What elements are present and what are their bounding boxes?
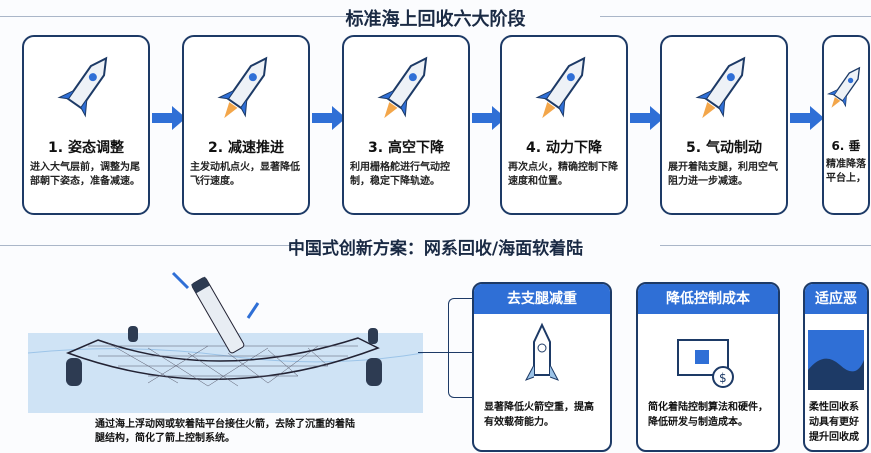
benefit-description: 简化着陆控制算法和硬件，降低研发与制造成本。: [648, 402, 768, 428]
grid-fin-rocket-icon: [350, 37, 462, 137]
stage-description: 进入大气层前，调整为尾部朝下姿态，准备减速。: [30, 162, 140, 187]
arrow-right-icon: [472, 106, 506, 130]
stage-card: 6. 垂精准降落平台上，: [822, 35, 870, 215]
section-title: 中国式创新方案：网系回收/海面软着陆: [287, 239, 584, 259]
ship-icon: [826, 37, 866, 137]
benefit-title: 降低控制成本: [638, 284, 778, 314]
connector: [418, 352, 473, 353]
connector: [448, 298, 472, 398]
stage-description: 再次点火，精确控制下降速度和位置。: [508, 162, 618, 187]
rocket-firing-icon: [190, 37, 302, 137]
caption: 通过海上浮动网或软着陆平台接住火箭，去除了沉重的着陆腿结构，简化了箭上控制系统。: [95, 419, 355, 444]
stage-description: 利用栅格舵进行气动控制，稳定下降轨迹。: [350, 162, 450, 187]
arrow-right-icon: [630, 106, 664, 130]
svg-text:$: $: [719, 371, 727, 385]
stage-description: 主发动机点火，显著降低飞行速度。: [190, 162, 300, 187]
benefit-description: 柔性回收系动具有更好提升回收成: [809, 402, 859, 443]
rocket-icon: [30, 37, 142, 137]
rocket-legs-icon: [668, 37, 780, 137]
stage-title: 1. 姿态调整: [48, 140, 124, 156]
divider: [660, 245, 871, 246]
divider: [0, 245, 300, 246]
stage-title: 2. 减速推进: [208, 140, 284, 156]
benefit-card: 降低控制成本 $ 简化着陆控制算法和硬件，降低研发与制造成本。: [636, 282, 780, 452]
stage-title: 6. 垂: [831, 139, 861, 153]
stage-card: 1. 姿态调整进入大气层前，调整为尾部朝下姿态，准备减速。: [22, 35, 150, 215]
circuit-cost-icon: $: [638, 320, 778, 400]
benefit-card: 去支腿减重显著降低火箭空重，提高有效载荷能力。: [472, 282, 612, 452]
wave-icon: [805, 320, 867, 400]
rocket-icon: [474, 320, 610, 400]
stage-title: 3. 高空下降: [368, 140, 444, 156]
stage-card: 2. 减速推进主发动机点火，显著降低飞行速度。: [182, 35, 310, 215]
stage-title: 5. 气动制动: [686, 140, 762, 156]
benefit-card: 适应恶柔性回收系动具有更好提升回收成: [803, 282, 869, 452]
divider: [0, 16, 375, 17]
arrow-right-icon: [790, 106, 824, 130]
benefit-title: 适应恶: [805, 284, 867, 314]
stage-card: 4. 动力下降再次点火，精确控制下降速度和位置。: [500, 35, 628, 215]
stage-card: 3. 高空下降利用栅格舵进行气动控制，稳定下降轨迹。: [342, 35, 470, 215]
stage-title: 4. 动力下降: [526, 140, 602, 156]
stage-description: 精准降落平台上，: [826, 159, 866, 184]
stage-description: 展开着陆支腿，利用空气阻力进一步减速。: [668, 162, 778, 187]
arrow-right-icon: [312, 106, 346, 130]
stage-card: 5. 气动制动展开着陆支腿，利用空气阻力进一步减速。: [660, 35, 788, 215]
net-recovery-illustration: [27, 258, 424, 413]
benefit-title: 去支腿减重: [474, 284, 610, 314]
section-title: 标准海上回收六大阶段: [345, 9, 526, 30]
arrow-right-icon: [152, 106, 186, 130]
divider: [600, 16, 871, 17]
benefit-description: 显著降低火箭空重，提高有效载荷能力。: [484, 402, 594, 428]
rocket-firing-icon: [508, 37, 620, 137]
